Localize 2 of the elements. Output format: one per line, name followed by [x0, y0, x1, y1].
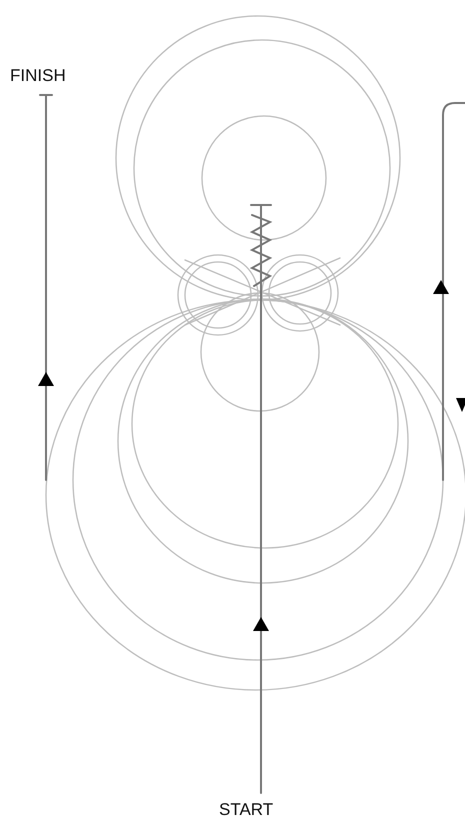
path-end-label: START	[219, 800, 274, 820]
path-end-label: FINISH	[10, 66, 66, 86]
